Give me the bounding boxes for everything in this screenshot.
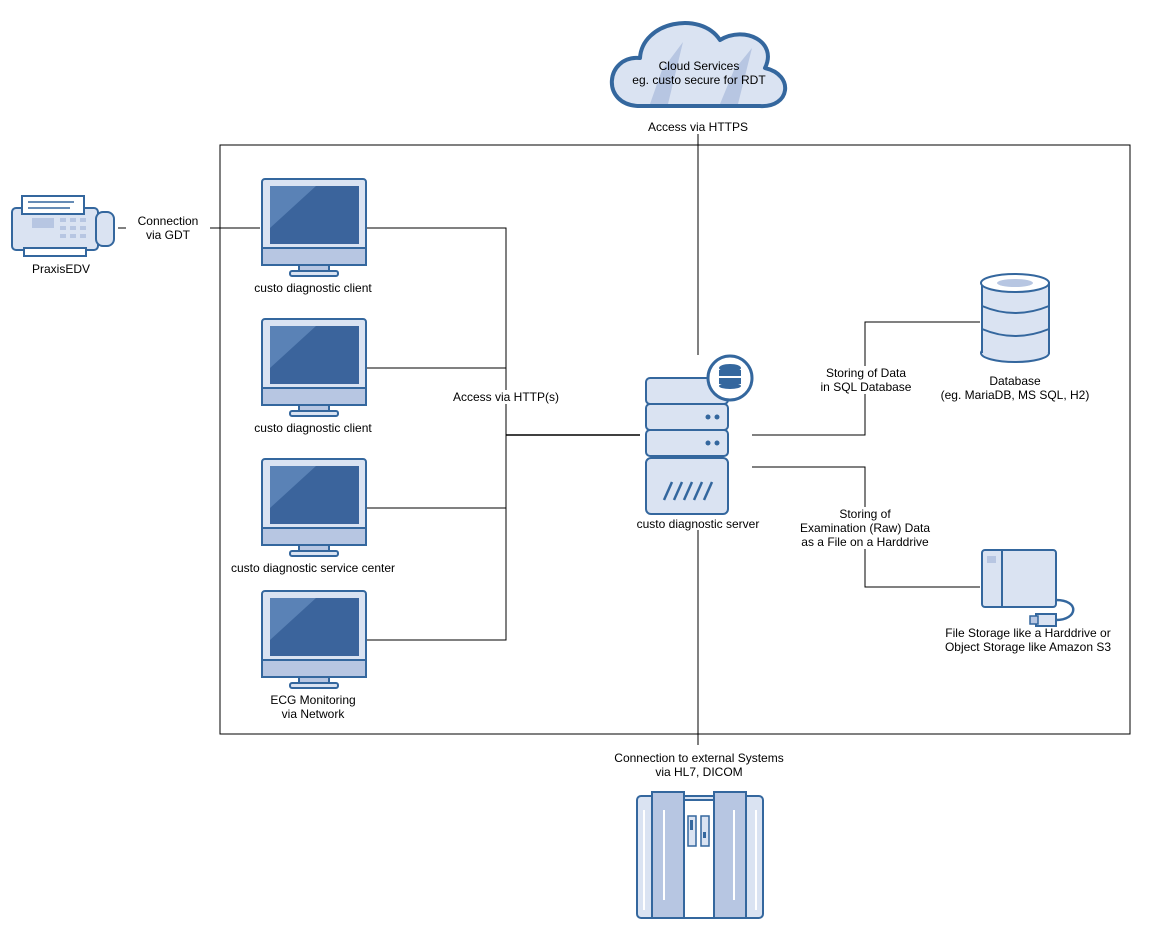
sql-label-line2: in SQL Database	[820, 380, 912, 394]
file-storage-connector-label: Storing of Examination (Raw) Data as a F…	[792, 507, 938, 549]
file-connector-line2: Examination (Raw) Data	[799, 521, 931, 535]
external-drive-icon	[981, 549, 1075, 627]
connector-lines	[118, 130, 980, 745]
server-label: custo diagnostic server	[636, 517, 760, 531]
database-label-line1: Database	[989, 374, 1041, 388]
sql-storage-label: Storing of Data in SQL Database	[816, 366, 916, 394]
client2-label: custo diagnostic client	[254, 421, 372, 435]
monitor-icon	[261, 590, 367, 689]
external-label-line1: Connection to external Systems	[614, 751, 784, 765]
cloud-icon	[609, 21, 787, 109]
fax-machine-icon	[11, 195, 115, 257]
cloud-access-label: Access via HTTPS	[628, 120, 768, 134]
file-storage-line2: Object Storage like Amazon S3	[944, 640, 1112, 654]
http-access-label: Access via HTTP(s)	[446, 390, 566, 404]
sql-label-line1: Storing of Data	[825, 366, 907, 380]
service-center-label: custo diagnostic service center	[230, 561, 396, 575]
gdt-label-line1: Connection	[137, 214, 199, 228]
client1-label: custo diagnostic client	[254, 281, 372, 295]
file-storage-label: File Storage like a Harddrive or Object …	[926, 626, 1130, 654]
external-label-line2: via HL7, DICOM	[655, 765, 743, 779]
monitor-icon	[261, 178, 367, 277]
database-label-line2: (eg. MariaDB, MS SQL, H2)	[940, 388, 1090, 402]
monitor-icon	[261, 458, 367, 557]
file-storage-line1: File Storage like a Harddrive or	[945, 626, 1111, 640]
monitor-icon	[261, 318, 367, 417]
system-boundary	[219, 144, 1131, 735]
cloud-label-line1: Cloud Services	[658, 59, 740, 73]
cloud-label-line2: eg. custo secure for RDT	[632, 73, 766, 87]
ecg-label: ECG Monitoring via Network	[224, 693, 402, 721]
database-label: Database (eg. MariaDB, MS SQL, H2)	[930, 374, 1100, 402]
ecg-label-line1: ECG Monitoring	[270, 693, 356, 707]
praxis-label: PraxisEDV	[31, 262, 90, 276]
external-systems-label: Connection to external Systems via HL7, …	[598, 751, 800, 779]
file-connector-line3: as a File on a Harddrive	[801, 535, 929, 549]
http-bus	[367, 227, 507, 641]
ecg-label-line2: via Network	[281, 707, 345, 721]
file-connector-line1: Storing of	[839, 507, 891, 521]
database-icon	[980, 273, 1050, 363]
server-icon	[645, 354, 754, 515]
mainframe-icon	[636, 791, 764, 919]
gdt-label-line2: via GDT	[145, 228, 190, 242]
gdt-connection-label: Connection via GDT	[126, 214, 210, 242]
cloud-label: Cloud Services eg. custo secure for RDT	[614, 59, 784, 87]
